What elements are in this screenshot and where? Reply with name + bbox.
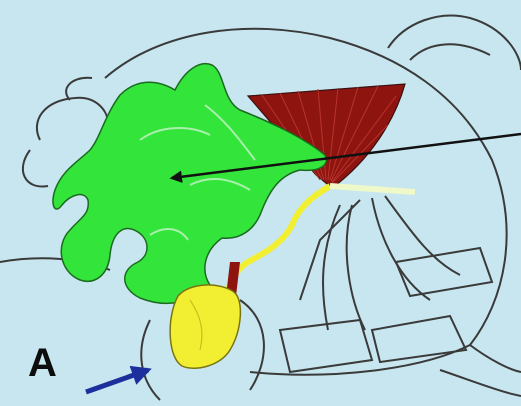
panel-label: A bbox=[28, 343, 57, 383]
